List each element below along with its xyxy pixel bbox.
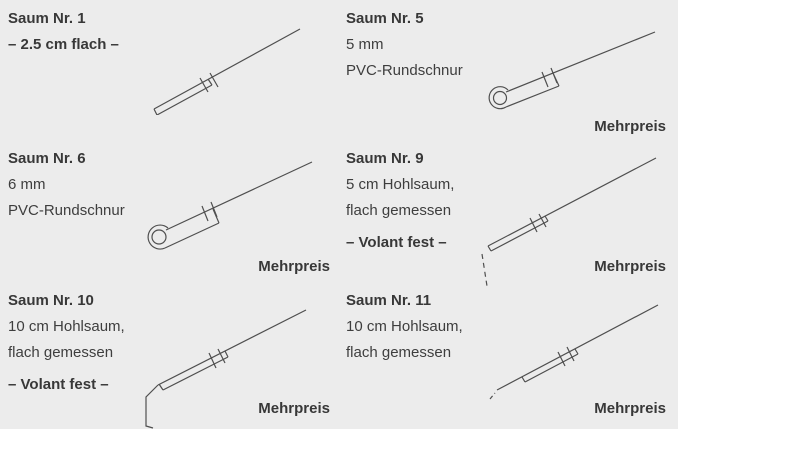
- hem-spec-note: – 2.5 cm flach –: [8, 36, 119, 53]
- saum-cell-6: Saum Nr. 6 6 mm PVC-Rundschnur Mehrpreis: [0, 140, 340, 282]
- saum-text-block: Saum Nr. 11 10 cm Hohlsaum, flach gemess…: [346, 288, 463, 366]
- mehrpreis-label: Mehrpreis: [594, 258, 666, 275]
- hem-spec-line: 5 mm: [346, 36, 384, 53]
- saum-text-block: Saum Nr. 10 10 cm Hohlsaum, flach gemess…: [8, 288, 125, 398]
- saum-text-block: Saum Nr. 1 – 2.5 cm flach –: [8, 6, 119, 58]
- saum-cell-11: Saum Nr. 11 10 cm Hohlsaum, flach gemess…: [340, 282, 678, 428]
- saum-title: Saum Nr. 9: [346, 150, 424, 167]
- flat-hem-drawing: [153, 28, 301, 115]
- saum-text-block: Saum Nr. 5 5 mm PVC-Rundschnur: [346, 6, 463, 84]
- hem-spec-line: PVC-Rundschnur: [346, 62, 463, 79]
- mehrpreis-label: Mehrpreis: [594, 118, 666, 135]
- hem-spec-line: 10 cm Hohlsaum,: [346, 318, 463, 335]
- saum-cell-9: Saum Nr. 9 5 cm Hohlsaum, flach gemessen…: [340, 140, 678, 287]
- saum-cell-5: Saum Nr. 5 5 mm PVC-Rundschnur Mehrpreis: [340, 0, 678, 140]
- hem-spec-line: flach gemessen: [8, 344, 114, 361]
- hollow-hem-volant-drawing: [481, 157, 657, 287]
- saum-text-block: Saum Nr. 9 5 cm Hohlsaum, flach gemessen…: [346, 146, 454, 256]
- volant-note: – Volant fest –: [346, 234, 447, 251]
- saum-title: Saum Nr. 11: [346, 292, 432, 309]
- hem-spec-line: flach gemessen: [346, 344, 452, 361]
- saum-text-block: Saum Nr. 6 6 mm PVC-Rundschnur: [8, 146, 125, 224]
- saum-cell-1: Saum Nr. 1 – 2.5 cm flach –: [0, 0, 340, 140]
- saum-cell-10: Saum Nr. 10 10 cm Hohlsaum, flach gemess…: [0, 282, 340, 429]
- hem-spec-line: 6 mm: [8, 176, 46, 193]
- saum-title: Saum Nr. 6: [8, 150, 86, 167]
- hollow-hem-volant-drawing: [145, 309, 307, 429]
- pvc-cord-hem-drawing: [488, 31, 656, 110]
- hem-spec-line: 5 cm Hohlsaum,: [346, 176, 455, 193]
- pvc-cord-hem-drawing: [147, 161, 313, 250]
- saum-title: Saum Nr. 10: [8, 292, 94, 309]
- mehrpreis-label: Mehrpreis: [258, 258, 330, 275]
- hem-spec-line: 10 cm Hohlsaum,: [8, 318, 125, 335]
- mehrpreis-label: Mehrpreis: [594, 400, 666, 417]
- hem-types-panel: Saum Nr. 1 – 2.5 cm flach – Saum Nr. 5 5…: [0, 0, 678, 429]
- saum-title: Saum Nr. 1: [8, 10, 86, 27]
- hollow-hem-drawing: [489, 304, 659, 400]
- volant-note: – Volant fest –: [8, 376, 109, 393]
- saum-title: Saum Nr. 5: [346, 10, 424, 27]
- hem-spec-line: flach gemessen: [346, 202, 452, 219]
- mehrpreis-label: Mehrpreis: [258, 400, 330, 417]
- hem-spec-line: PVC-Rundschnur: [8, 202, 125, 219]
